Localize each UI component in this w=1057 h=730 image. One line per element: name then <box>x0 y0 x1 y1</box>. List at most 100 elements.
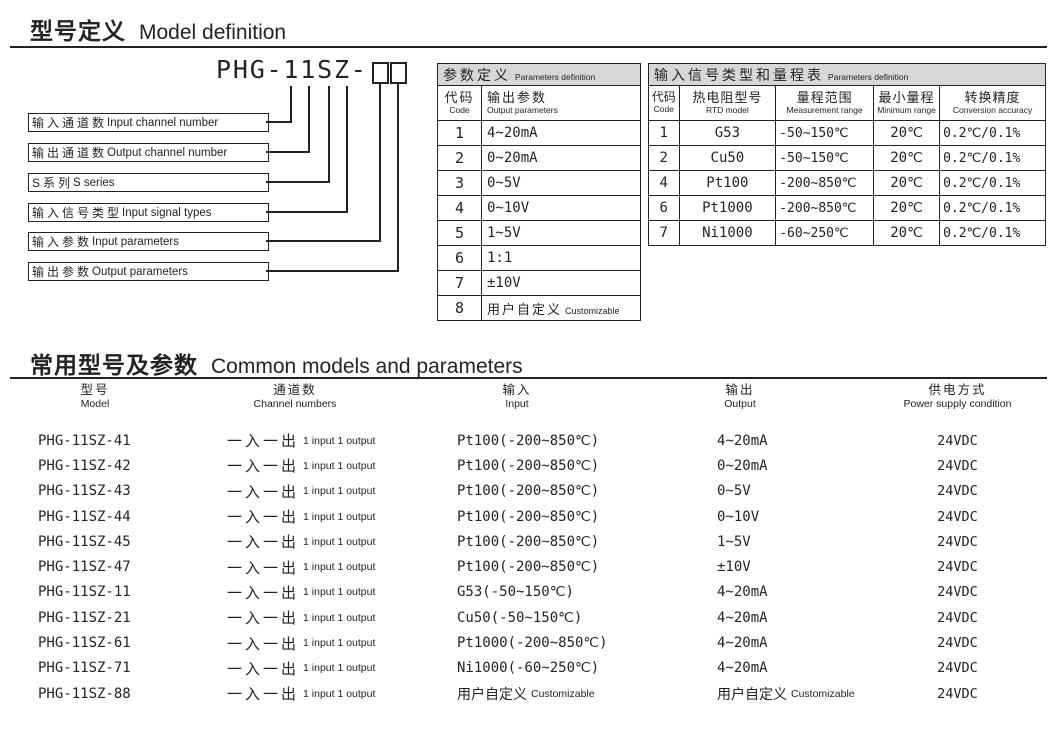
output-text: 4~20mA <box>717 584 768 601</box>
model-cell: PHG-11SZ-88 <box>38 685 131 702</box>
input-text: Pt100(-200~850℃) <box>457 432 600 449</box>
label-zh: 输入参数 <box>32 235 93 249</box>
output-text: 4~20mA <box>717 635 768 652</box>
header-output-params-en: Output parameters <box>487 104 558 115</box>
channel-en: 1 input 1 output <box>303 535 376 548</box>
connector-line <box>266 181 330 183</box>
channel-zh: 一入一出 <box>227 610 300 628</box>
input-cell: 用户自定义 Customizable <box>457 681 712 706</box>
label-en: Output parameters <box>92 265 188 278</box>
output-text: 4~20mA <box>717 660 768 677</box>
range-cell: -50~150℃ <box>775 145 874 171</box>
common-header-input-en: Input <box>505 398 529 410</box>
header-code-en: Code <box>653 104 674 115</box>
code-cell: 7 <box>648 220 680 246</box>
value-sub: Customizable <box>565 305 620 316</box>
output-text: 4~20mA <box>717 609 768 626</box>
power-cell: 24VDC <box>937 533 978 550</box>
value-text: 0~5V <box>487 175 521 191</box>
output-text: 用户自定义 <box>717 686 787 703</box>
model-cell: PHG-11SZ-45 <box>38 533 131 550</box>
value-text: ±10V <box>487 275 521 291</box>
label-en: Input signal types <box>122 206 212 219</box>
output-cell: 4~20mA <box>717 630 877 655</box>
input-text: Ni1000(-60~250℃) <box>457 660 600 677</box>
output-cell: 1~5V <box>717 529 877 554</box>
min-range-cell: 20℃ <box>872 145 941 171</box>
input-sub: Customizable <box>531 687 595 700</box>
code-cell: 3 <box>437 170 482 196</box>
model-cell: PHG-11SZ-11 <box>38 584 131 601</box>
header-min-en: Minimum range <box>877 104 936 115</box>
input-text: Pt100(-200~850℃) <box>457 559 600 576</box>
output-text: ±10V <box>717 559 751 576</box>
common-header-power-en: Power supply condition <box>903 398 1012 410</box>
model-cell: PHG-11SZ-71 <box>38 660 131 677</box>
input-cell: Pt100(-200~850℃) <box>457 529 712 554</box>
channel-en: 1 input 1 output <box>303 434 376 447</box>
min-range-cell: 20℃ <box>872 195 941 221</box>
input-text: G53(-50~150℃) <box>457 584 574 601</box>
min-range-cell: 20℃ <box>872 120 941 146</box>
input-cell: Pt1000(-200~850℃) <box>457 630 712 655</box>
connector-line <box>266 151 310 153</box>
common-header-input-zh: 输入 <box>502 383 532 397</box>
input-text: 用户自定义 <box>457 686 527 703</box>
min-range-cell: 20℃ <box>872 170 941 196</box>
power-cell: 24VDC <box>937 660 978 677</box>
value-text: 1:1 <box>487 250 513 266</box>
output-cell: 4~20mA <box>717 605 877 630</box>
channel-zh: 一入一出 <box>227 559 300 577</box>
input-text: Pt100(-200~850℃) <box>457 508 600 525</box>
power-cell: 24VDC <box>937 609 978 626</box>
label-zh: S系列 <box>32 176 74 190</box>
value-text: 4~20mA <box>487 125 538 141</box>
code-cell: 5 <box>437 220 482 246</box>
power-cell: 24VDC <box>937 457 978 474</box>
common-header-power-zh: 供电方式 <box>928 383 987 397</box>
model-cell: PHG-11SZ-41 <box>38 432 131 449</box>
label-en: Output channel number <box>107 146 228 159</box>
header-code-zh: 代码 <box>444 89 475 105</box>
model-code-box-2 <box>390 62 407 84</box>
connector-line <box>397 83 399 272</box>
channel-zh: 一入一出 <box>227 635 300 653</box>
header-min-zh: 最小量程 <box>878 89 935 105</box>
rtd-cell: Pt1000 <box>678 195 777 221</box>
input-text: Pt100(-200~850℃) <box>457 533 600 550</box>
power-cell: 24VDC <box>937 483 978 500</box>
connector-line <box>308 86 310 153</box>
accuracy-cell: 0.2℃/0.1% <box>939 170 1046 196</box>
accuracy-cell: 0.2℃/0.1% <box>939 145 1046 171</box>
input-text: Pt100(-200~850℃) <box>457 457 600 474</box>
output-text: 1~5V <box>717 533 751 550</box>
channel-en: 1 input 1 output <box>303 459 376 472</box>
rtd-cell: Pt100 <box>678 170 777 196</box>
input-cell: Cu50(-50~150℃) <box>457 605 712 630</box>
